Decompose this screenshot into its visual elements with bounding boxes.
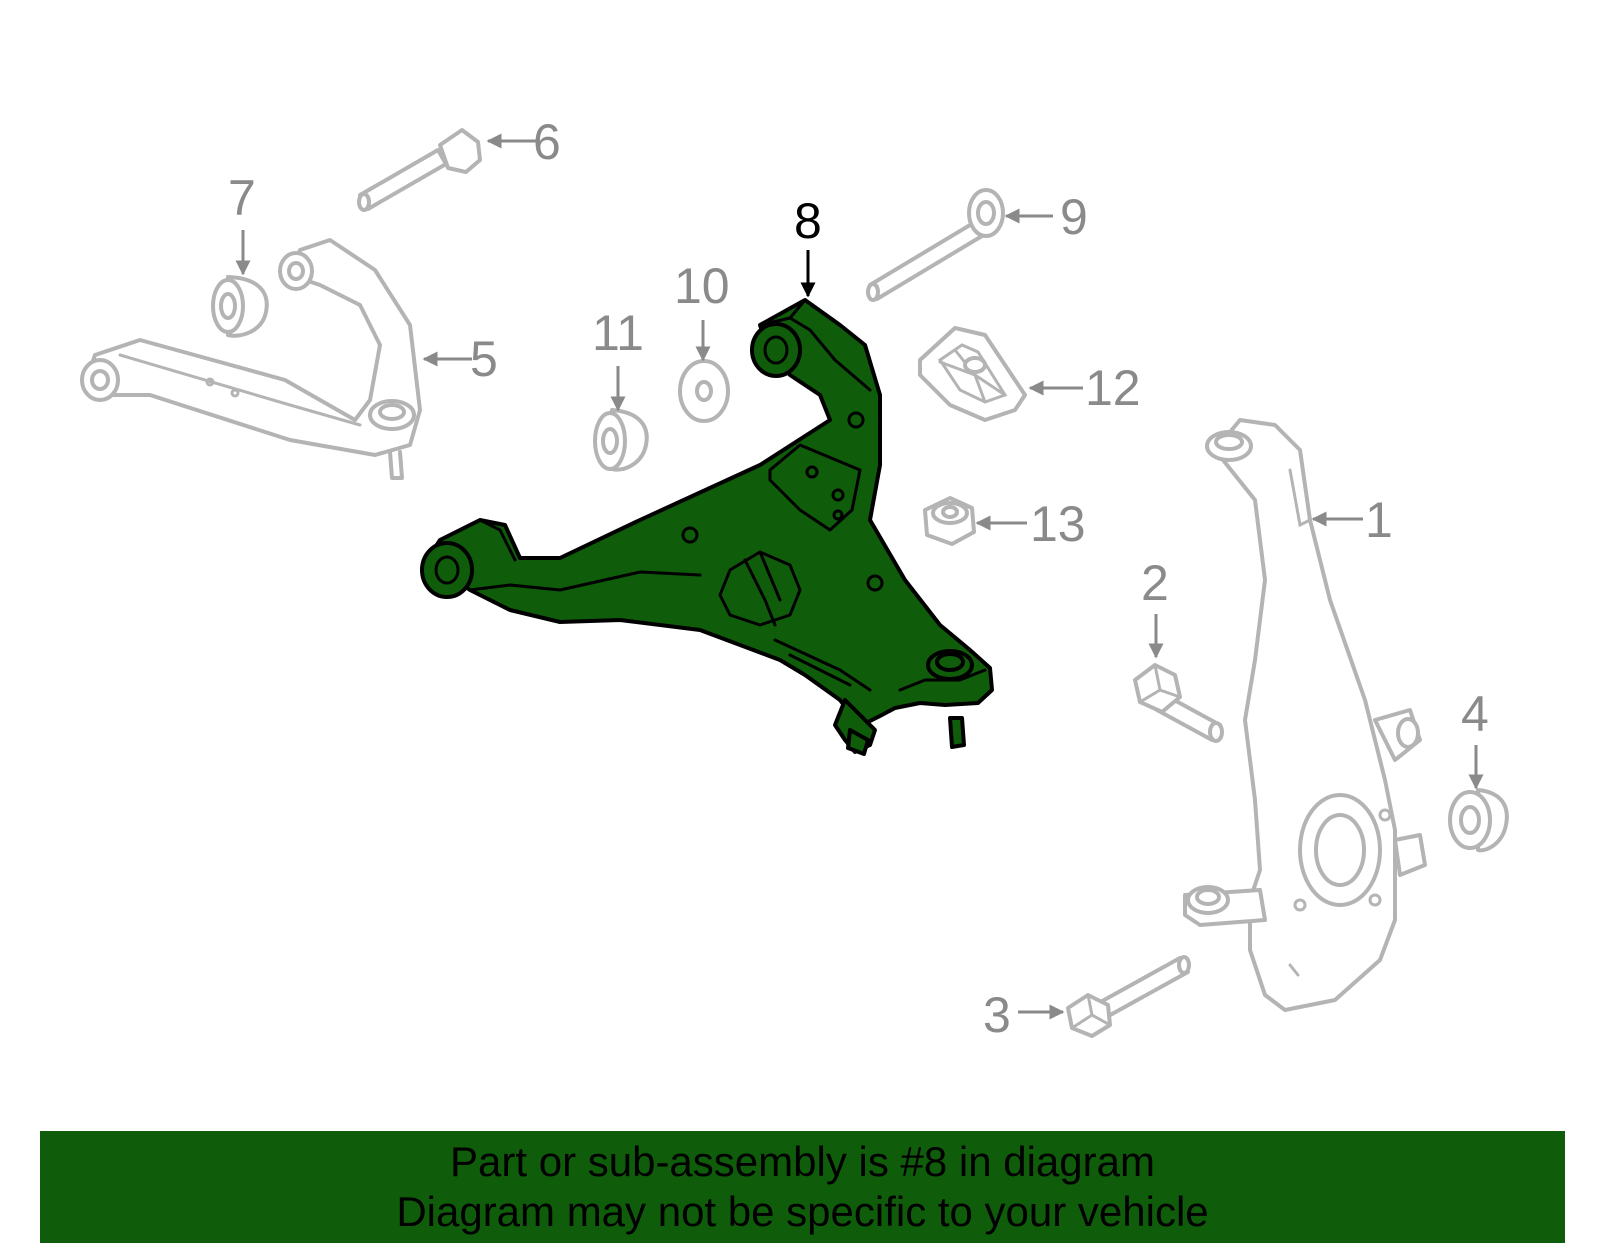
- callout-3: 3: [983, 987, 1011, 1043]
- bushing-part-4: [1448, 788, 1509, 853]
- cam-bolt-part-9: [866, 188, 1005, 302]
- bolt-part-3: [1066, 955, 1191, 1038]
- nut-part-13: [923, 496, 976, 546]
- info-banner: Part or sub-assembly is #8 in diagram Di…: [40, 1131, 1565, 1243]
- callout-13: 13: [1030, 496, 1086, 552]
- callout-7: 7: [228, 170, 256, 226]
- steering-knuckle-part-1: [1183, 418, 1427, 1012]
- bolt-part-6: [357, 128, 482, 212]
- callout-4: 4: [1461, 686, 1489, 742]
- leader-arrows: [235, 133, 1484, 1020]
- callout-6: 6: [533, 114, 561, 170]
- callout-5: 5: [470, 331, 498, 387]
- upper-control-arm: [80, 238, 422, 480]
- bushing-part-7: [211, 275, 269, 338]
- callout-10: 10: [674, 258, 730, 314]
- cam-plate-part-12: [918, 326, 1027, 422]
- washer-part-10: [678, 359, 730, 423]
- callout-11: 11: [592, 305, 644, 361]
- callout-2: 2: [1141, 555, 1169, 611]
- callout-1: 1: [1365, 492, 1393, 548]
- callout-12: 12: [1085, 360, 1141, 416]
- banner-line-1: Part or sub-assembly is #8 in diagram: [450, 1138, 1155, 1185]
- lower-control-arm-part-8: [420, 298, 994, 756]
- callout-9: 9: [1060, 189, 1088, 245]
- callout-8: 8: [794, 193, 822, 249]
- bolt-part-2: [1133, 663, 1224, 743]
- banner-line-2: Diagram may not be specific to your vehi…: [396, 1188, 1209, 1235]
- bushing-part-11: [593, 408, 649, 472]
